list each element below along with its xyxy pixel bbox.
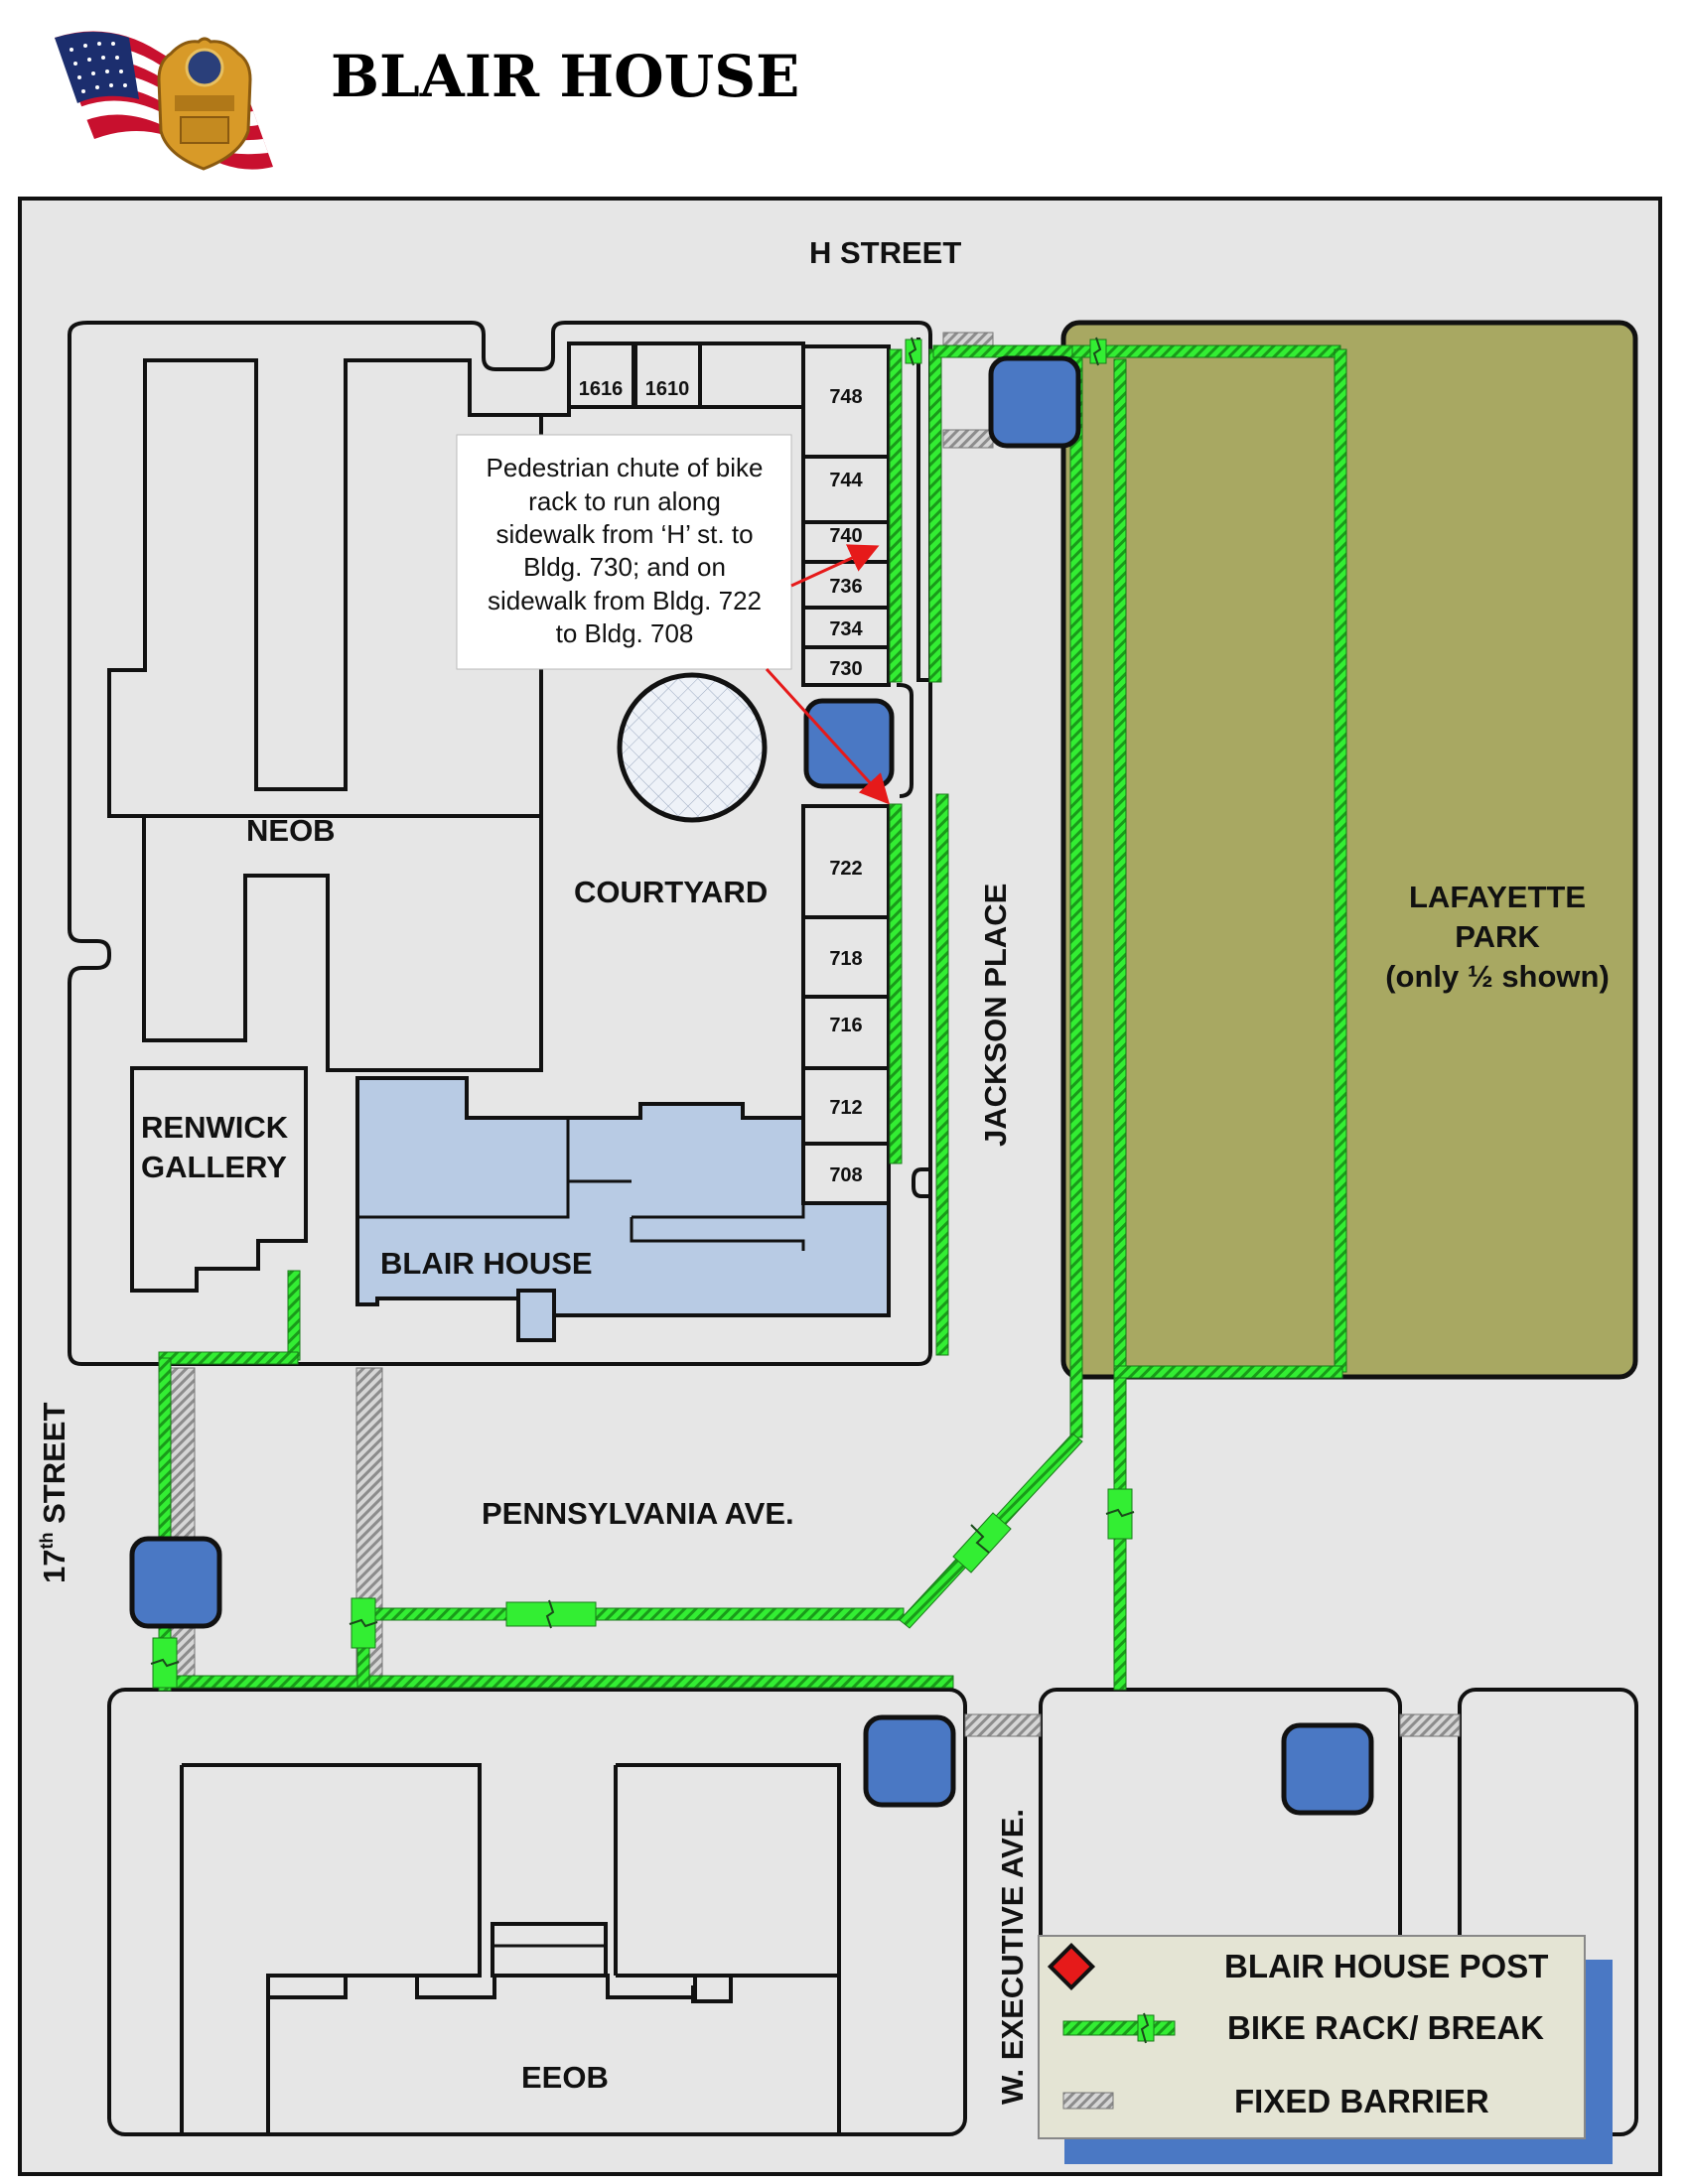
callout-line: rack to run along: [528, 486, 721, 516]
bike-rack: [1334, 348, 1347, 1373]
eeob-building: [182, 1763, 841, 2134]
fixed-barrier-legend-icon: [1062, 2092, 1114, 2110]
neob-label: NEOB: [246, 813, 336, 848]
eeob-block: [107, 1688, 967, 2136]
building-708: [801, 1142, 891, 1205]
building-number: 1616: [579, 378, 624, 400]
bike-rack: [366, 1607, 905, 1621]
building-730: [801, 645, 891, 687]
building-716: [801, 995, 891, 1070]
lafayette-park-label: PARK: [1455, 919, 1540, 954]
renwick-gallery-label: GALLERY: [141, 1150, 287, 1184]
w-executive-ave-label: W. EXECUTIVE AVE.: [995, 1809, 1030, 2105]
bike-rack: [932, 344, 1073, 358]
fixed-barrier: [1399, 1713, 1461, 1737]
building-number: 716: [829, 1015, 862, 1036]
renwick-gallery-label: RENWICK: [141, 1110, 289, 1145]
blair-house-label: BLAIR HOUSE: [380, 1246, 593, 1281]
police-badge-flag-icon: [55, 31, 273, 171]
building-number: 1610: [645, 378, 690, 400]
building-number: 734: [829, 618, 863, 640]
callout-arrow: [765, 667, 891, 805]
bike-rack: [287, 1270, 301, 1361]
neob-building-lower: [107, 668, 543, 1072]
building-number: 740: [829, 525, 862, 547]
callout-line: Bldg. 730; and on: [523, 552, 726, 582]
pennsylvania-ave-label: PENNSYLVANIA AVE.: [482, 1496, 794, 1531]
building-number: 708: [829, 1164, 862, 1186]
seventeenth-street-label: 17th STREET: [37, 1403, 71, 1583]
building-722: [801, 804, 891, 919]
building-number: 736: [829, 576, 862, 598]
building-number: 730: [829, 658, 862, 680]
bike-rack: [889, 348, 903, 683]
pedestrian-chute-callout: Pedestrian chute of bike rack to run alo…: [456, 434, 891, 805]
blair-house-post: [1281, 1722, 1374, 1816]
building-number: 748: [829, 386, 862, 408]
bike-rack: [928, 348, 942, 683]
building-number: 718: [829, 948, 862, 970]
blair-house-posts: [129, 355, 1374, 1816]
bike-rack-break-marks: [150, 337, 1135, 1668]
lafayette-park-label: LAFAYETTE: [1409, 880, 1586, 914]
fixed-barrier: [942, 429, 994, 449]
lafayette-park-label: (only ½ shown): [1385, 959, 1610, 994]
building-718: [801, 915, 891, 999]
building-1610: [633, 341, 702, 409]
courtyard-fountain: [617, 672, 768, 823]
map-legend: BLAIR HOUSE POST BIKE RACK/ BREAK FIXED …: [1038, 1935, 1613, 2164]
bike-rack: [935, 793, 949, 1356]
renwick-gallery-building: [130, 1066, 308, 1293]
page-title: BLAIR HOUSE: [331, 43, 799, 110]
h-street-label: H STREET: [809, 235, 961, 270]
building-number: 712: [829, 1097, 862, 1119]
fixed-barrier: [168, 1367, 196, 1677]
bike-rack: [158, 1351, 299, 1365]
blair-house-post-legend-icon: [1047, 1942, 1096, 1991]
blair-house-post: [863, 1714, 956, 1808]
callout-arrow: [790, 544, 880, 588]
blair-house-post: [803, 698, 895, 789]
header-logo: [55, 31, 273, 171]
building-744: [801, 455, 891, 524]
building-734: [801, 606, 891, 649]
blair-house-post: [129, 1536, 222, 1629]
legend-bike-rack-label: BIKE RACK/ BREAK: [1227, 2009, 1544, 2046]
courtyard-label: COURTYARD: [574, 875, 768, 909]
callout-line: sidewalk from Bldg. 722: [488, 586, 762, 615]
callout-line: sidewalk from ‘H’ st. to: [495, 519, 753, 549]
jackson-place-label: JACKSON PLACE: [978, 884, 1013, 1147]
fixed-barrier: [964, 1713, 1042, 1737]
bike-rack: [1071, 344, 1341, 358]
callout-line: Pedestrian chute of bike: [487, 453, 764, 482]
bike-rack: [889, 803, 903, 1164]
bike-rack: [158, 1675, 954, 1689]
blair-house-building: [355, 1076, 891, 1317]
bike-rack: [1113, 358, 1127, 1691]
bike-rack: [1113, 1365, 1343, 1379]
bike-rack-legend-icon: [1062, 2012, 1176, 2044]
callout-line: to Bldg. 708: [556, 618, 694, 648]
bike-rack: [1069, 356, 1083, 1438]
legend-post-label: BLAIR HOUSE POST: [1224, 1948, 1548, 1984]
blair-house-post: [988, 355, 1081, 449]
lafayette-park: [1060, 320, 1638, 1380]
eeob-label: EEOB: [521, 2060, 609, 2095]
building-number: 722: [829, 858, 862, 880]
legend-fixed-barrier-label: FIXED BARRIER: [1234, 2083, 1489, 2119]
building-number: 744: [829, 470, 863, 491]
